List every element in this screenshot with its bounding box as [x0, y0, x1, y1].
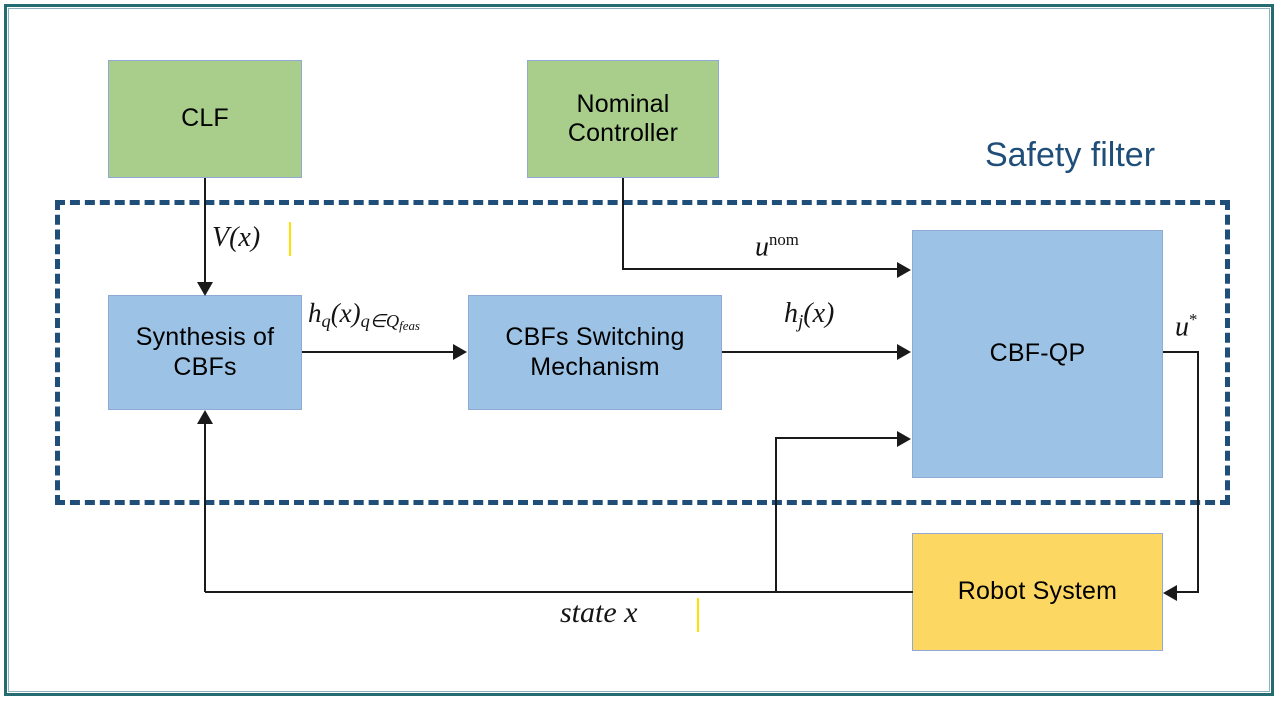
block-cbf-qp[interactable]: CBF-QP	[912, 230, 1163, 478]
block-nominal-controller-line1: Nominal	[576, 89, 670, 118]
block-cbf-qp-label: CBF-QP	[989, 339, 1086, 368]
block-synthesis-line1: Synthesis of	[135, 323, 275, 351]
edge-synthesis-to-switching-line	[302, 351, 454, 353]
edge-switching-to-cbfqp-line	[722, 351, 898, 353]
edge-label-hq-h: h	[308, 298, 322, 328]
edge-nominal-to-cbfqp-horizontal	[622, 268, 899, 270]
block-switching-label: CBFs Switching Mechanism	[505, 323, 684, 382]
edge-label-hq-paren: (x)	[330, 298, 361, 328]
edge-cbfqp-to-robot-top	[1163, 351, 1199, 353]
edge-label-hj-h: h	[784, 298, 798, 329]
edge-label-u-nom-sup: nom	[769, 230, 799, 249]
block-nominal-controller-label: Nominal Controller	[568, 90, 678, 149]
edge-label-u-nom: unom	[755, 230, 799, 263]
block-robot-system[interactable]: Robot System	[912, 533, 1163, 651]
edge-label-state-x-text: state x	[560, 596, 638, 629]
block-clf-label: CLF	[181, 104, 229, 133]
edge-label-hj-of-x: hj(x)	[784, 298, 835, 333]
caret-mark-state-x	[697, 598, 699, 632]
edge-label-u-star-sup: *	[1189, 310, 1198, 329]
block-synthesis-line2: CBFs	[173, 352, 237, 381]
edge-label-v-of-x-text: V(x)	[212, 222, 261, 253]
edge-label-v-of-x: V(x)	[212, 224, 260, 252]
edge-state-feedback-to-synthesis-vertical	[204, 424, 206, 592]
edge-label-hq-sub-feas: feas	[399, 318, 420, 334]
block-switching-line1: CBFs Switching	[505, 323, 685, 351]
edge-state-feedback-bottom	[205, 591, 913, 593]
edge-label-hq-sub-q: q	[321, 311, 331, 332]
edge-label-hj-paren: (x)	[803, 298, 835, 329]
safety-filter-region	[55, 200, 1230, 505]
block-synthesis-of-cbfs[interactable]: Synthesis of CBFs	[108, 295, 302, 410]
edge-nominal-to-cbfqp-arrowhead	[897, 262, 911, 278]
edge-cbfqp-to-robot-vertical	[1197, 351, 1199, 592]
edge-state-feedback-branch-horizontal	[775, 437, 899, 439]
edge-cbfqp-to-robot-arrowhead	[1163, 585, 1177, 601]
edge-clf-to-synthesis-line	[204, 178, 206, 284]
edge-label-hq-sub-set: q∈Q	[360, 311, 400, 332]
edge-switching-to-cbfqp-arrowhead	[897, 344, 911, 360]
edge-label-u-star-u: u	[1175, 311, 1189, 343]
edge-label-hq-x-q-in-Qfeas: hq(x)q∈Qfeas	[308, 300, 420, 333]
edge-label-hj-sub-j: j	[798, 311, 804, 333]
edge-clf-to-synthesis-arrowhead	[197, 282, 213, 296]
edge-nominal-to-cbfqp-vertical	[622, 178, 624, 270]
edge-cbfqp-to-robot-bottom	[1176, 591, 1199, 593]
block-nominal-controller[interactable]: Nominal Controller	[527, 60, 719, 178]
edge-synthesis-to-switching-arrowhead	[453, 344, 467, 360]
block-clf[interactable]: CLF	[108, 60, 302, 178]
edge-state-feedback-branch-arrowhead	[897, 431, 911, 447]
block-cbfs-switching-mechanism[interactable]: CBFs Switching Mechanism	[468, 295, 722, 410]
block-robot-system-label: Robot System	[957, 577, 1118, 606]
edge-state-feedback-to-synthesis-arrowhead	[197, 410, 213, 424]
edge-label-state-x: state x	[560, 598, 637, 628]
edge-state-feedback-branch-vertical	[775, 437, 777, 592]
caret-mark-v-of-x	[289, 222, 291, 256]
edge-label-u-nom-u: u	[755, 231, 769, 263]
safety-filter-label: Safety filter	[984, 136, 1156, 174]
block-switching-line2: Mechanism	[530, 352, 660, 381]
edge-label-u-star: u*	[1175, 310, 1198, 343]
block-synthesis-of-cbfs-label: Synthesis of CBFs	[136, 323, 275, 382]
block-nominal-controller-line2: Controller	[567, 119, 679, 147]
